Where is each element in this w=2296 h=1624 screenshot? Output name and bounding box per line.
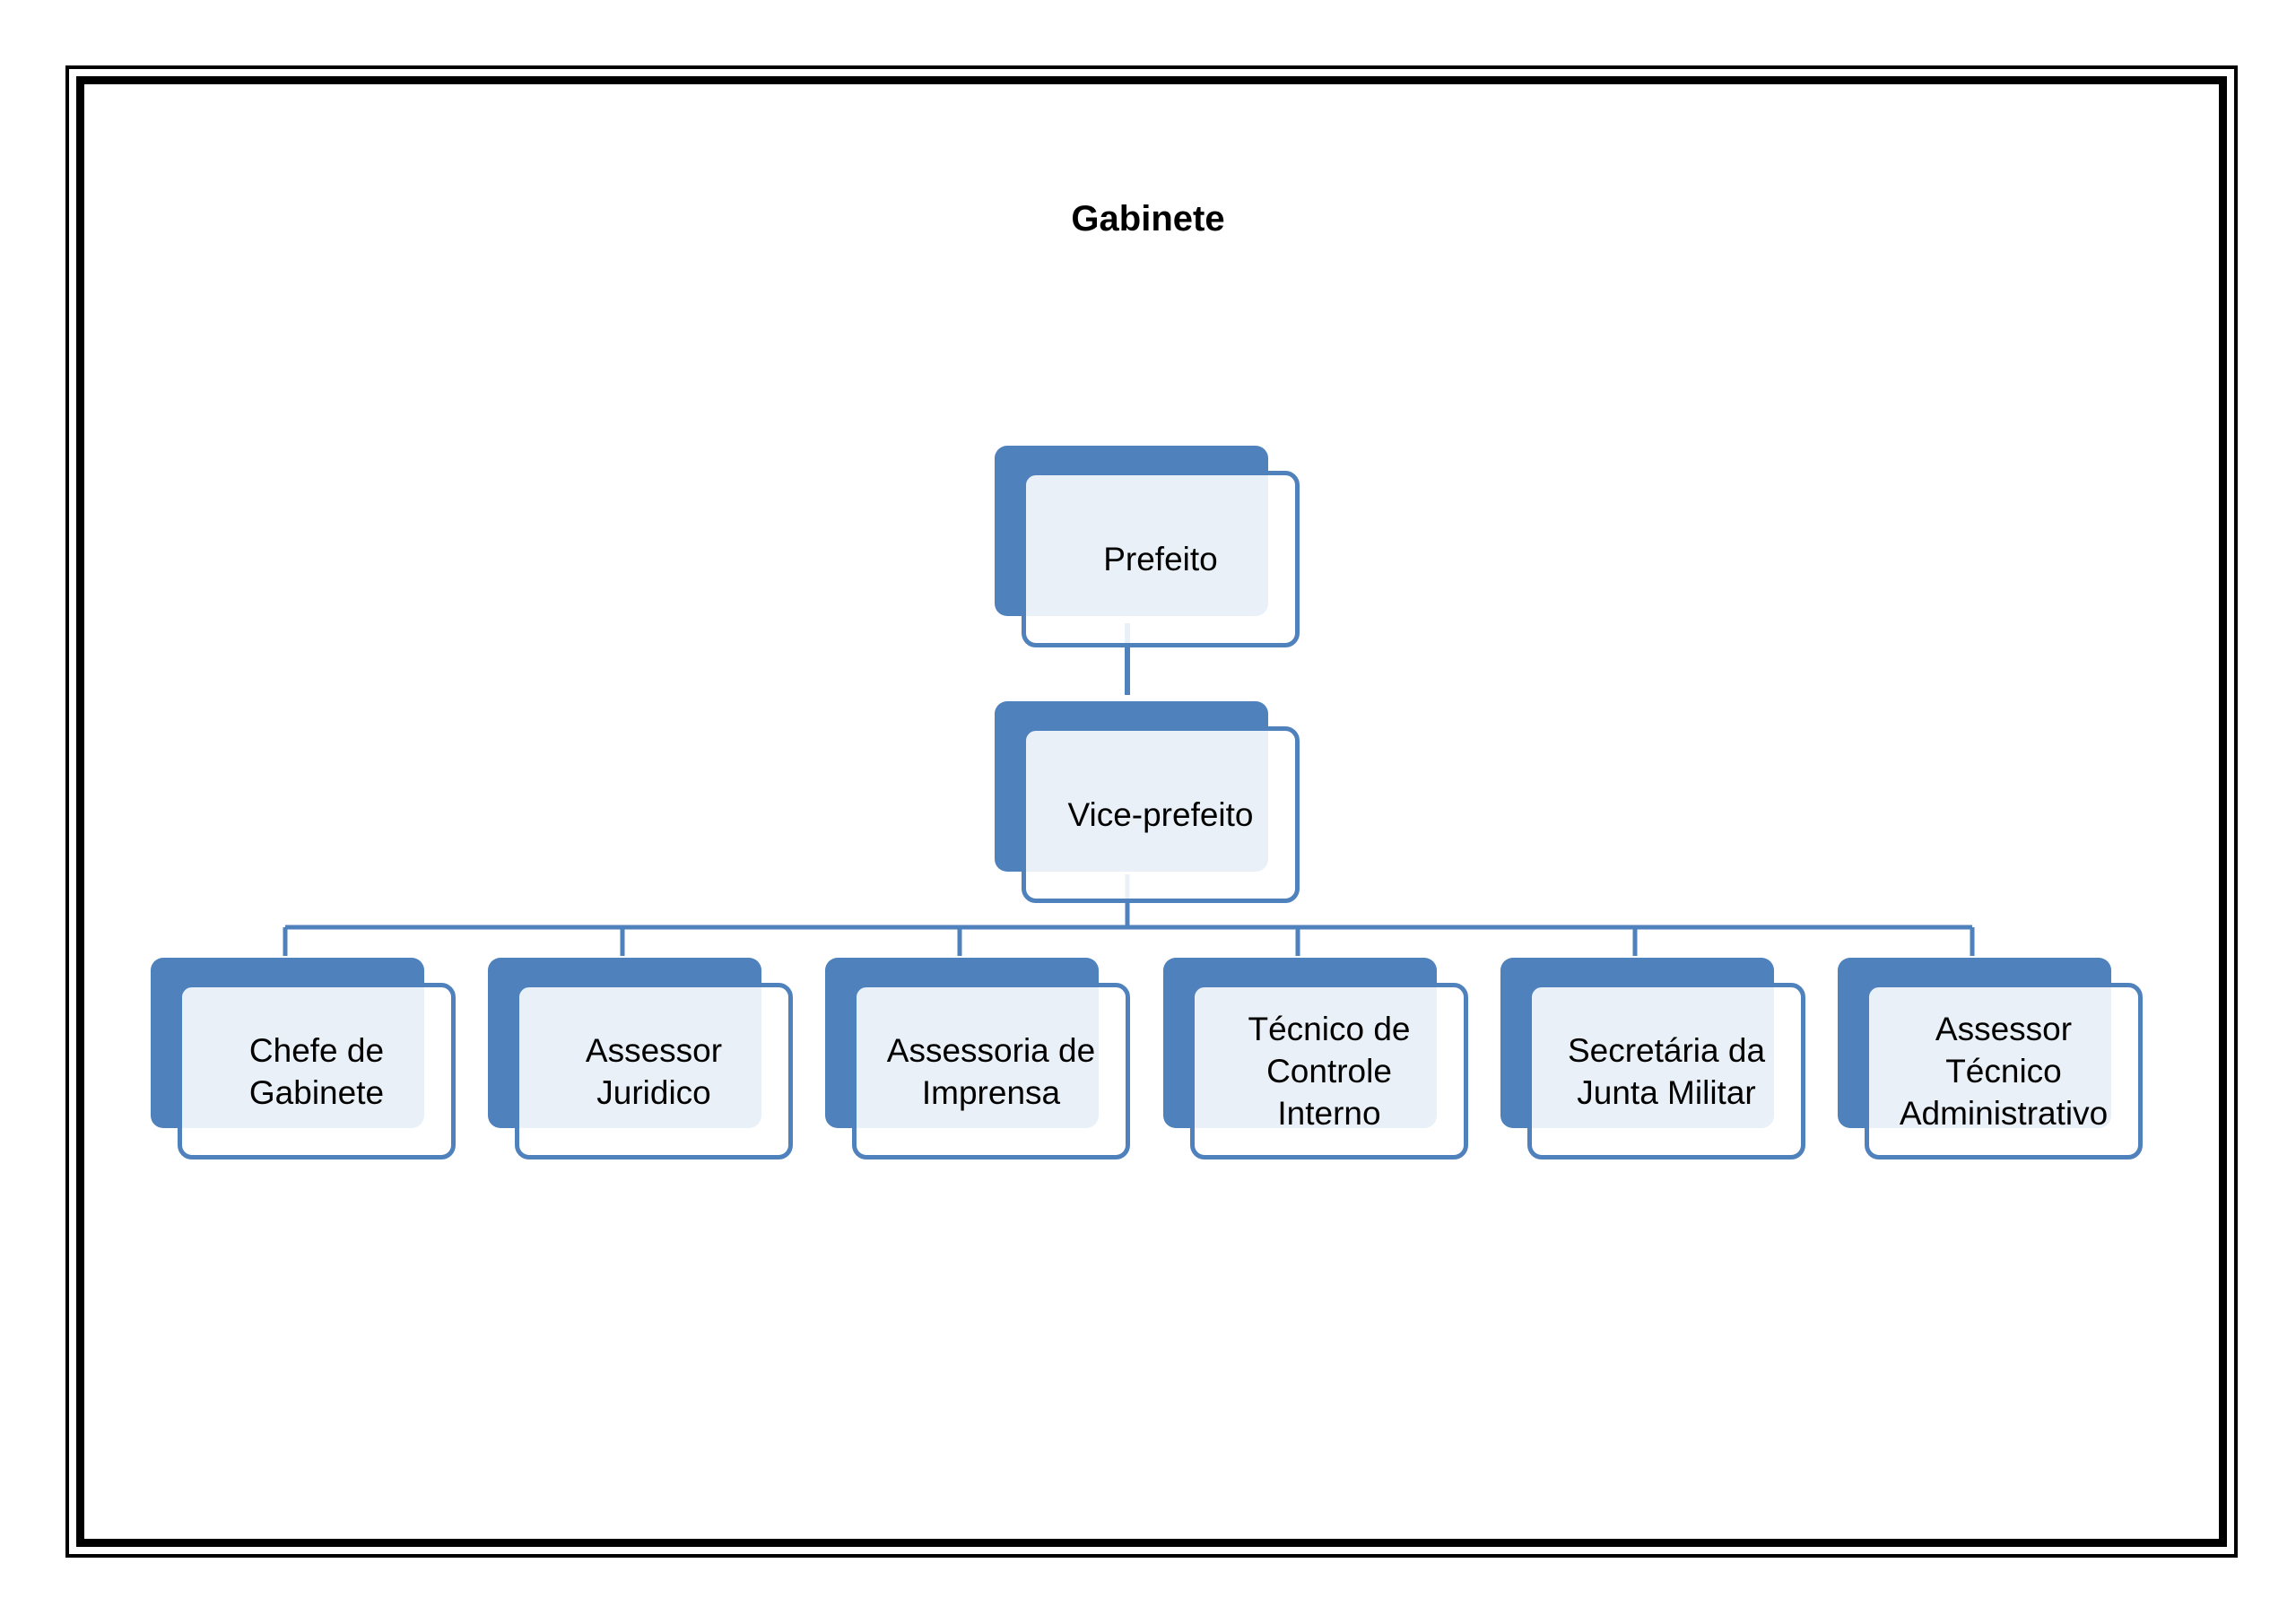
- org-node-label: Assessoria de Imprensa: [886, 1031, 1096, 1111]
- org-node-label: Chefe de Gabinete: [248, 1031, 385, 1111]
- org-node-label: Prefeito: [1103, 541, 1218, 578]
- org-node-prefeito: Prefeito: [995, 446, 1300, 647]
- org-node-tecnico-de-controle-interno: Técnico de Controle Interno: [1163, 958, 1468, 1159]
- org-node-label: Secretária da Junta Militar: [1567, 1031, 1766, 1111]
- org-node-chefe-de-gabinete: Chefe de Gabinete: [151, 958, 456, 1159]
- org-node-secretaria-da-junta-militar: Secretária da Junta Militar: [1500, 958, 1805, 1159]
- org-node-assessor-tecnico-administrativo: Assessor Técnico Administrativo: [1838, 958, 2143, 1159]
- org-node-label: Assessor Técnico Administrativo: [1899, 1011, 2109, 1132]
- org-node-label: Assessor Juridico: [585, 1031, 723, 1111]
- page-border-inner: [76, 76, 2227, 1547]
- page-title: Gabinete: [1071, 199, 1225, 239]
- org-node-vice-prefeito: Vice-prefeito: [995, 701, 1300, 903]
- org-node-label: Vice-prefeito: [1067, 796, 1254, 833]
- page-border-outer: [65, 65, 2238, 1558]
- org-node-label: Técnico de Controle Interno: [1248, 1011, 1411, 1132]
- org-node-assessoria-de-imprensa: Assessoria de Imprensa: [825, 958, 1130, 1159]
- org-node-assessor-juridico: Assessor Juridico: [488, 958, 793, 1159]
